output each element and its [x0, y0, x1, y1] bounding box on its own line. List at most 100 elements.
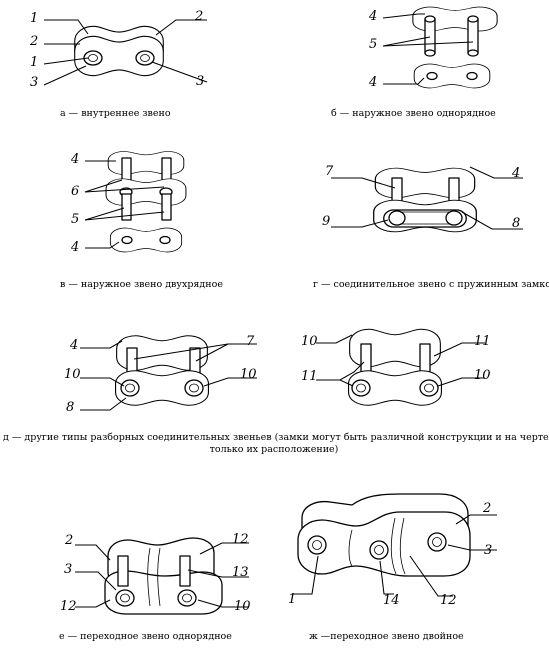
- pin-end: [467, 15, 479, 23]
- pin-center: [356, 383, 366, 393]
- pin-center: [312, 540, 322, 550]
- plate-outline: [413, 63, 491, 89]
- leader-line: [75, 544, 111, 561]
- figure-b-outer-link-single: 4 5 4: [368, 6, 498, 90]
- leader-line: [197, 599, 249, 608]
- pin-end: [467, 49, 479, 57]
- pin-center: [120, 593, 130, 603]
- caption-e: е — переходное звено однорядное: [59, 631, 232, 642]
- leader-line: [203, 377, 257, 387]
- plate-outline: [107, 151, 185, 175]
- part-label: 2: [194, 9, 203, 24]
- leader-line: [85, 241, 120, 249]
- plate-contour: [147, 547, 151, 607]
- pin-head: [369, 540, 389, 560]
- leader-line: [151, 61, 208, 83]
- pin: [121, 193, 132, 221]
- part-label: 3: [484, 543, 492, 558]
- leader-line: [379, 560, 394, 595]
- leader-line: [382, 13, 425, 19]
- caption-zh: ж —переходное звено двойное: [309, 631, 464, 642]
- leader-line: [187, 569, 249, 578]
- leader-line: [437, 377, 485, 387]
- leader-line: [75, 571, 117, 591]
- part-label: 10: [234, 599, 251, 614]
- part-label: 10: [64, 367, 81, 382]
- pin-center: [189, 383, 199, 393]
- part-label: 4: [69, 338, 78, 353]
- figure-zh-transition-double: 2 3 1 14 12: [288, 493, 497, 608]
- pin-center: [182, 593, 192, 603]
- leader-line: [44, 19, 89, 35]
- pin-head: [120, 379, 140, 397]
- leader-line: [292, 555, 319, 595]
- leader-line: [455, 514, 497, 525]
- part-label: 2: [29, 34, 38, 49]
- plate-hole: [426, 71, 438, 81]
- leader-line: [199, 542, 249, 555]
- leader-line: [80, 377, 125, 387]
- pin: [424, 18, 436, 54]
- figure-d-left-link: 4 7 10 10 8: [64, 334, 257, 415]
- part-label: 5: [71, 212, 79, 227]
- part-label: 11: [301, 369, 318, 384]
- plate-outline: [374, 167, 476, 199]
- pin: [117, 555, 129, 587]
- leader-line: [461, 211, 523, 230]
- figure-d-right-link: 10 11 11 10: [301, 328, 491, 406]
- pin-end: [424, 49, 436, 57]
- plate-contour: [390, 517, 397, 575]
- plate-hole: [121, 235, 133, 245]
- bushing-bore: [88, 54, 98, 62]
- leader-line: [75, 599, 111, 608]
- pin-head: [427, 532, 447, 552]
- part-label: 9: [322, 214, 330, 229]
- plate-contour: [348, 529, 353, 567]
- pin-center: [432, 537, 442, 547]
- part-label: 4: [70, 152, 79, 167]
- pin-end: [424, 15, 436, 23]
- leader-line: [316, 361, 365, 381]
- bushing: [83, 50, 103, 66]
- leader-line: [316, 379, 354, 387]
- part-label: 10: [301, 334, 318, 349]
- leader-line: [84, 179, 123, 193]
- pin-head: [445, 210, 463, 226]
- figure-a-inner-link: 1 2 2 1 3 3: [29, 9, 208, 90]
- part-label: 1: [288, 592, 296, 607]
- pin-center: [125, 383, 135, 393]
- leader-line: [43, 57, 89, 65]
- leader-line: [469, 166, 523, 179]
- leader-line: [84, 207, 125, 221]
- figure-g-spring-lock-link: 7 4 9 8: [322, 164, 523, 233]
- part-label: 4: [368, 9, 377, 24]
- leader-line: [80, 340, 123, 349]
- leader-line: [383, 77, 425, 85]
- part-label: 8: [512, 216, 520, 231]
- caption-d-line2: только их расположение): [210, 444, 339, 455]
- leader-line: [382, 41, 474, 47]
- part-label: 5: [369, 37, 377, 52]
- leader-line: [43, 65, 87, 86]
- part-label: 4: [511, 166, 520, 181]
- part-label: 3: [64, 562, 72, 577]
- part-label: 4: [70, 240, 79, 255]
- caption-a: а — внутреннее звено: [60, 108, 171, 119]
- leader-line: [447, 544, 497, 551]
- pin-head: [419, 379, 439, 397]
- pin-center: [374, 545, 384, 555]
- caption-g: г — соединительное звено с пружинным зам…: [313, 279, 549, 290]
- part-label: 2: [482, 501, 491, 516]
- part-label: 12: [440, 593, 457, 608]
- leader-line: [433, 342, 485, 357]
- pin-head: [388, 210, 406, 226]
- part-label: 8: [66, 400, 74, 415]
- leader-line: [409, 555, 453, 597]
- part-label: 1: [30, 55, 38, 70]
- pin-head: [307, 535, 327, 555]
- part-label: 3: [196, 74, 204, 89]
- bushing: [135, 50, 155, 66]
- plate-contour: [399, 517, 406, 575]
- part-label: 12: [232, 532, 249, 547]
